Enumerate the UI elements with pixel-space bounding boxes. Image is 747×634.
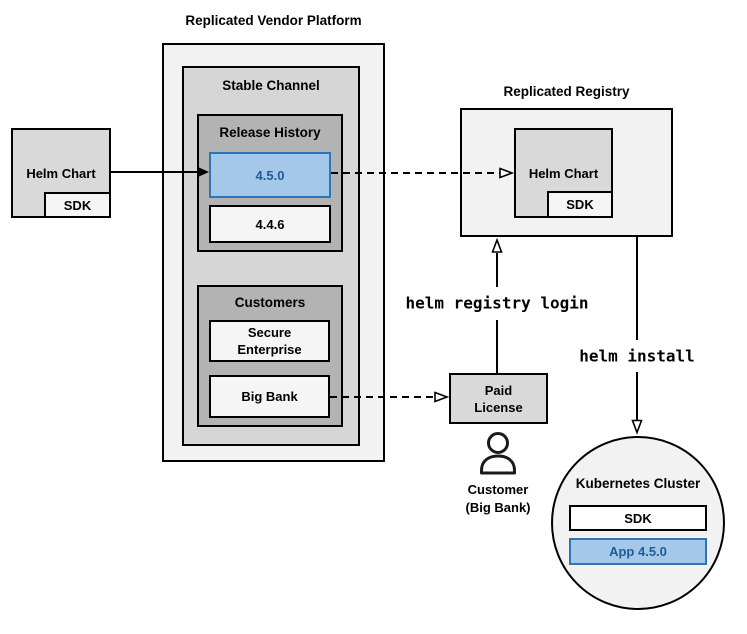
cmd-helm-registry-login: helm registry login (405, 293, 589, 313)
registry-title: Replicated Registry (503, 84, 630, 99)
sdk-badge-source: SDK (44, 192, 111, 218)
registry-box: Helm Chart SDK (460, 108, 673, 237)
release-history-box: Release History 4.5.0 4.4.6 (197, 114, 343, 252)
customers-title: Customers (234, 295, 306, 310)
release-item-4-5-0: 4.5.0 (209, 152, 331, 198)
registry-helm-chart-label: Helm Chart (528, 165, 599, 181)
kubernetes-cluster-title: Kubernetes Cluster (575, 476, 701, 491)
customer-item-secure-enterprise: Secure Enterprise (209, 320, 330, 362)
customers-box: Customers Secure Enterprise Big Bank (197, 285, 343, 427)
cluster-app-box: App 4.5.0 (569, 538, 707, 565)
vendor-platform-box: Stable Channel Release History 4.5.0 4.4… (162, 43, 385, 462)
release-item-4-4-6: 4.4.6 (209, 205, 331, 243)
cmd-helm-install: helm install (579, 346, 695, 366)
sdk-badge-registry: SDK (547, 191, 613, 218)
vendor-platform-title: Replicated Vendor Platform (185, 13, 362, 28)
customer-label: Customer (Big Bank) (465, 482, 531, 515)
person-icon (480, 432, 516, 475)
stable-channel-box: Stable Channel Release History 4.5.0 4.4… (182, 66, 360, 446)
cluster-sdk-box: SDK (569, 505, 707, 531)
kubernetes-cluster-circle: Kubernetes Cluster SDK App 4.5.0 (551, 436, 725, 610)
release-history-title: Release History (219, 125, 321, 140)
helm-chart-source-label: Helm Chart (26, 165, 96, 181)
paid-license-box: Paid License (449, 373, 548, 424)
arrow-registry-to-cluster (631, 237, 643, 435)
helm-chart-source-box: Helm Chart SDK (11, 128, 111, 218)
stable-channel-title: Stable Channel (222, 78, 320, 93)
registry-helm-chart-box: Helm Chart SDK (514, 128, 613, 218)
customer-item-big-bank: Big Bank (209, 375, 330, 418)
